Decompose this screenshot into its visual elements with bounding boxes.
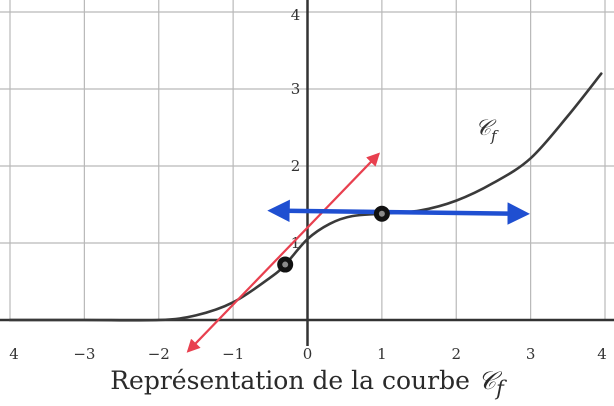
point-marker-highlight-1 [378, 210, 385, 217]
y-tick-label-2: 3 [291, 80, 301, 98]
caption-subscript: f [496, 376, 504, 400]
curve-cf-0 [8, 72, 603, 322]
caption-text: Représentation de la courbe [110, 366, 478, 395]
x-tick-label-8: 4 [597, 345, 607, 363]
x-tick-label-4: 0 [303, 345, 313, 363]
caption-symbol: 𝒞 [477, 366, 497, 395]
x-tick-labels: 4 −3 −2 −1 0 1 2 3 4 [9, 345, 607, 363]
x-tick-label-2: −2 [148, 345, 170, 363]
curve-label-subscript: f [490, 127, 499, 145]
tangent-line-oblique [186, 152, 380, 353]
tangent-line-horizontal [267, 199, 530, 225]
axes [0, 0, 614, 346]
tangent-group [186, 152, 530, 353]
point-group [277, 205, 390, 273]
y-tick-label-3: 4 [291, 6, 301, 24]
curve-group [8, 72, 603, 322]
y-tick-label-1: 2 [291, 157, 301, 175]
chart-caption: Représentation de la courbe 𝒞f [0, 366, 614, 400]
x-tick-label-7: 3 [526, 345, 536, 363]
x-tick-label-3: −1 [222, 345, 244, 363]
curve-label: 𝒞f [475, 116, 499, 145]
x-tick-label-0: 4 [9, 345, 19, 363]
x-tick-label-6: 2 [451, 345, 461, 363]
x-tick-label-1: −3 [73, 345, 95, 363]
x-tick-label-5: 1 [377, 345, 387, 363]
point-marker-highlight-0 [282, 261, 289, 268]
